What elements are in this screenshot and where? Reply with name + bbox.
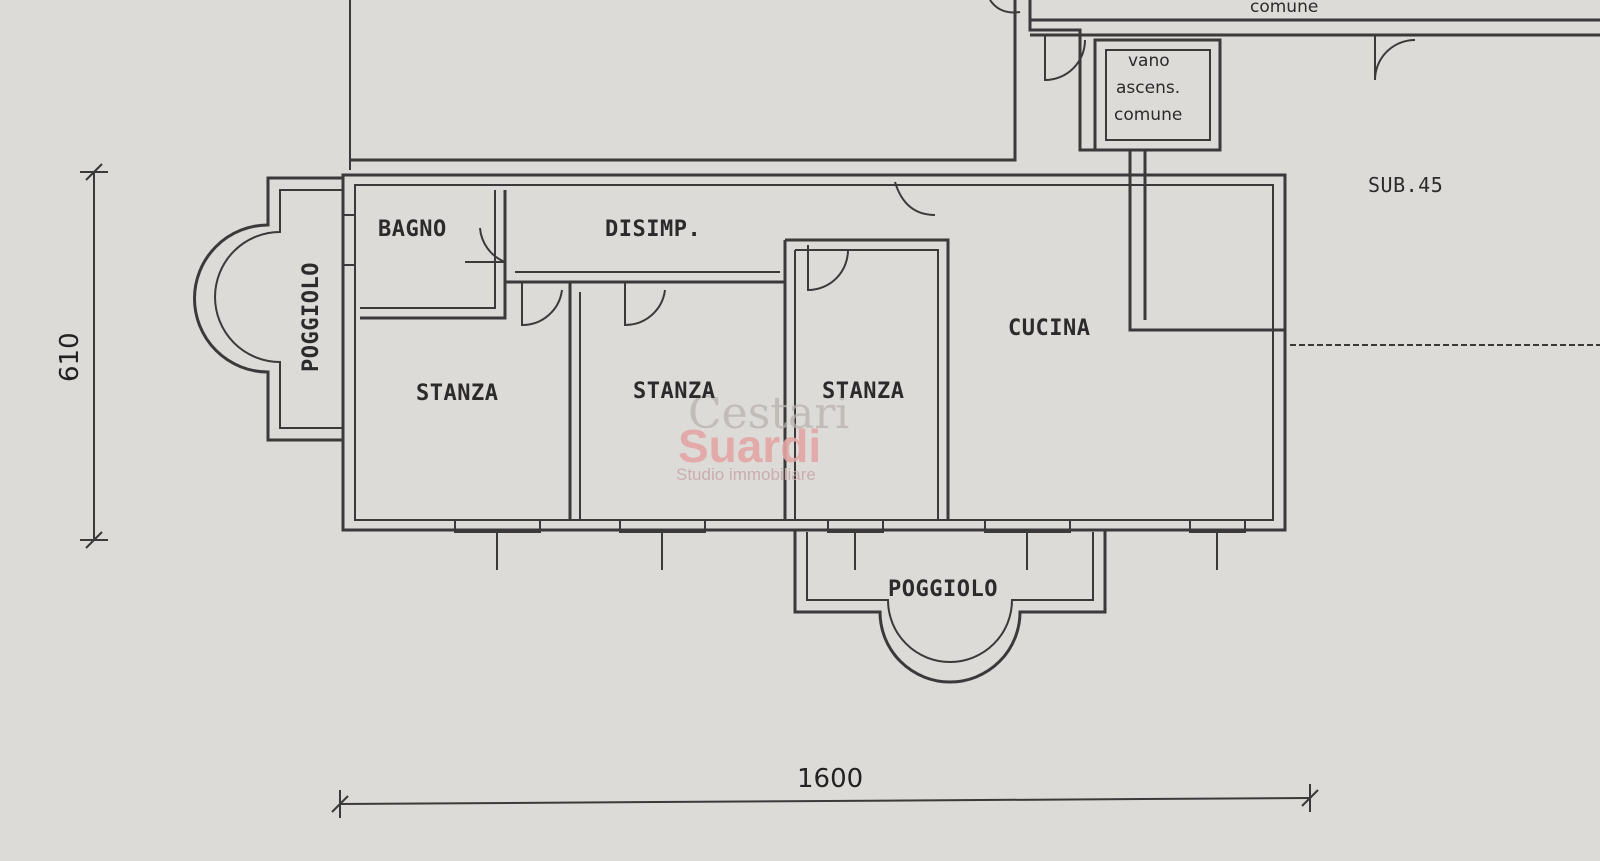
- room1-door: [521, 282, 563, 327]
- elevator-label-line2: ascens.: [1116, 78, 1180, 98]
- room-label-stanza-1: STANZA: [416, 381, 498, 406]
- height-dimension-label: 610: [55, 332, 85, 382]
- top-cut-label: comune: [1250, 0, 1318, 17]
- watermark-line3: Studio immobiliare: [676, 465, 816, 484]
- width-dimension: [331, 784, 1319, 818]
- entry-door: [894, 181, 936, 216]
- watermark-line2: Suardi: [678, 420, 821, 472]
- room-label-bagno: BAGNO: [378, 217, 447, 242]
- room-label-poggiolo-bottom: POGGIOLO: [888, 577, 998, 602]
- room-label-cucina: CUCINA: [1008, 316, 1090, 341]
- elevator-shaft: [1093, 38, 1222, 152]
- bathroom-door: [465, 227, 506, 263]
- watermark-line1: Cestari: [688, 388, 849, 439]
- left-balcony: [193, 176, 343, 442]
- room3-door: [807, 245, 849, 292]
- apartment-walls: [341, 173, 1287, 532]
- elevator-label-line1: vano: [1128, 51, 1170, 71]
- watermark: Cestari Suardi Studio immobiliare: [676, 388, 849, 484]
- interior-doors: [343, 181, 936, 327]
- room-label-stanza-2: STANZA: [633, 379, 715, 404]
- upper-building-walls: [349, 0, 1600, 520]
- width-dimension-label: 1600: [797, 764, 863, 794]
- left-balcony-door: [343, 214, 356, 266]
- room-label-stanza-3: STANZA: [822, 379, 904, 404]
- room-label-poggiolo-left: POGGIOLO: [299, 262, 324, 372]
- elevator-label-line3: comune: [1114, 105, 1182, 125]
- height-dimension: [80, 163, 108, 549]
- sub-label: SUB.45: [1368, 173, 1443, 197]
- room2-door: [624, 282, 666, 327]
- room-label-disimp: DISIMP.: [605, 217, 701, 242]
- bottom-balcony: [793, 530, 1107, 684]
- windows: [454, 519, 1246, 570]
